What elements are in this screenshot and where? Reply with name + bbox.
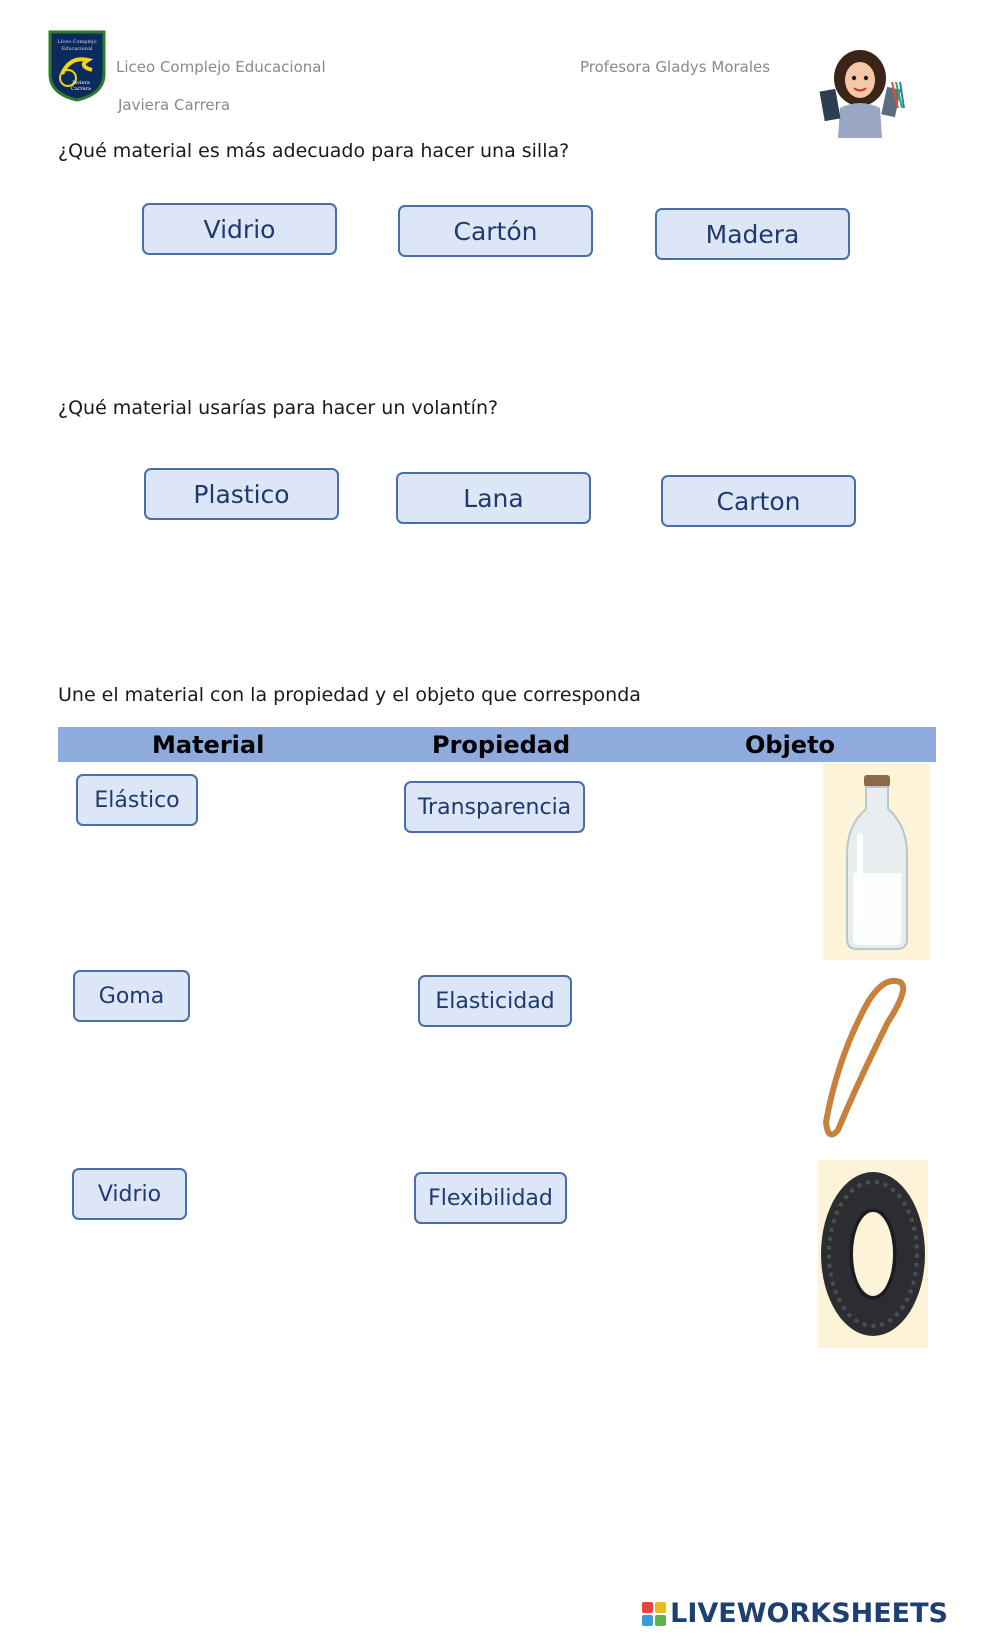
bottle-image[interactable]: [823, 763, 930, 960]
question-2-text: ¿Qué material usarías para hacer un vola…: [58, 397, 499, 419]
matching-table-header: Material Propiedad Objeto: [58, 727, 936, 762]
q1-option-vidrio[interactable]: Vidrio: [142, 203, 337, 255]
property-elasticidad[interactable]: Elasticidad: [418, 975, 572, 1027]
matching-instruction: Une el material con la propiedad y el ob…: [58, 684, 641, 706]
liveworksheets-grid-icon: [642, 1601, 667, 1626]
liveworksheets-brand: LIVEWORKSHEETS: [670, 1598, 948, 1629]
tire-image[interactable]: [818, 1160, 928, 1348]
material-goma[interactable]: Goma: [73, 970, 190, 1022]
q2-option-plastico[interactable]: Plastico: [144, 468, 339, 520]
question-1-text: ¿Qué material es más adecuado para hacer…: [58, 140, 570, 162]
q2-option-lana[interactable]: Lana: [396, 472, 591, 524]
header-material: Material: [152, 730, 265, 759]
teacher-avatar-icon: [812, 48, 908, 140]
q1-option-carton[interactable]: Cartón: [398, 205, 593, 257]
material-vidrio[interactable]: Vidrio: [72, 1168, 187, 1220]
q1-option-madera[interactable]: Madera: [655, 208, 850, 260]
liveworksheets-logo: LIVEWORKSHEETS: [642, 1598, 948, 1629]
property-flexibilidad[interactable]: Flexibilidad: [414, 1172, 567, 1224]
q2-option-carton[interactable]: Carton: [661, 475, 856, 527]
header-propiedad: Propiedad: [432, 730, 571, 759]
rubber-band-image[interactable]: [818, 972, 910, 1144]
property-transparencia[interactable]: Transparencia: [404, 781, 585, 833]
teacher-name: Profesora Gladys Morales: [580, 58, 771, 76]
student-name: Javiera Carrera: [118, 96, 231, 114]
school-name: Liceo Complejo Educacional: [116, 58, 326, 76]
svg-text:Educacional: Educacional: [61, 46, 92, 52]
svg-text:Carrera: Carrera: [71, 86, 91, 92]
material-elastico[interactable]: Elástico: [76, 774, 198, 826]
svg-text:Javiera: Javiera: [71, 80, 90, 86]
school-logo: Liceo Complejo Educacional Javiera Carre…: [48, 30, 106, 102]
svg-text:Liceo Complejo: Liceo Complejo: [57, 39, 96, 45]
header-objeto: Objeto: [745, 730, 836, 759]
